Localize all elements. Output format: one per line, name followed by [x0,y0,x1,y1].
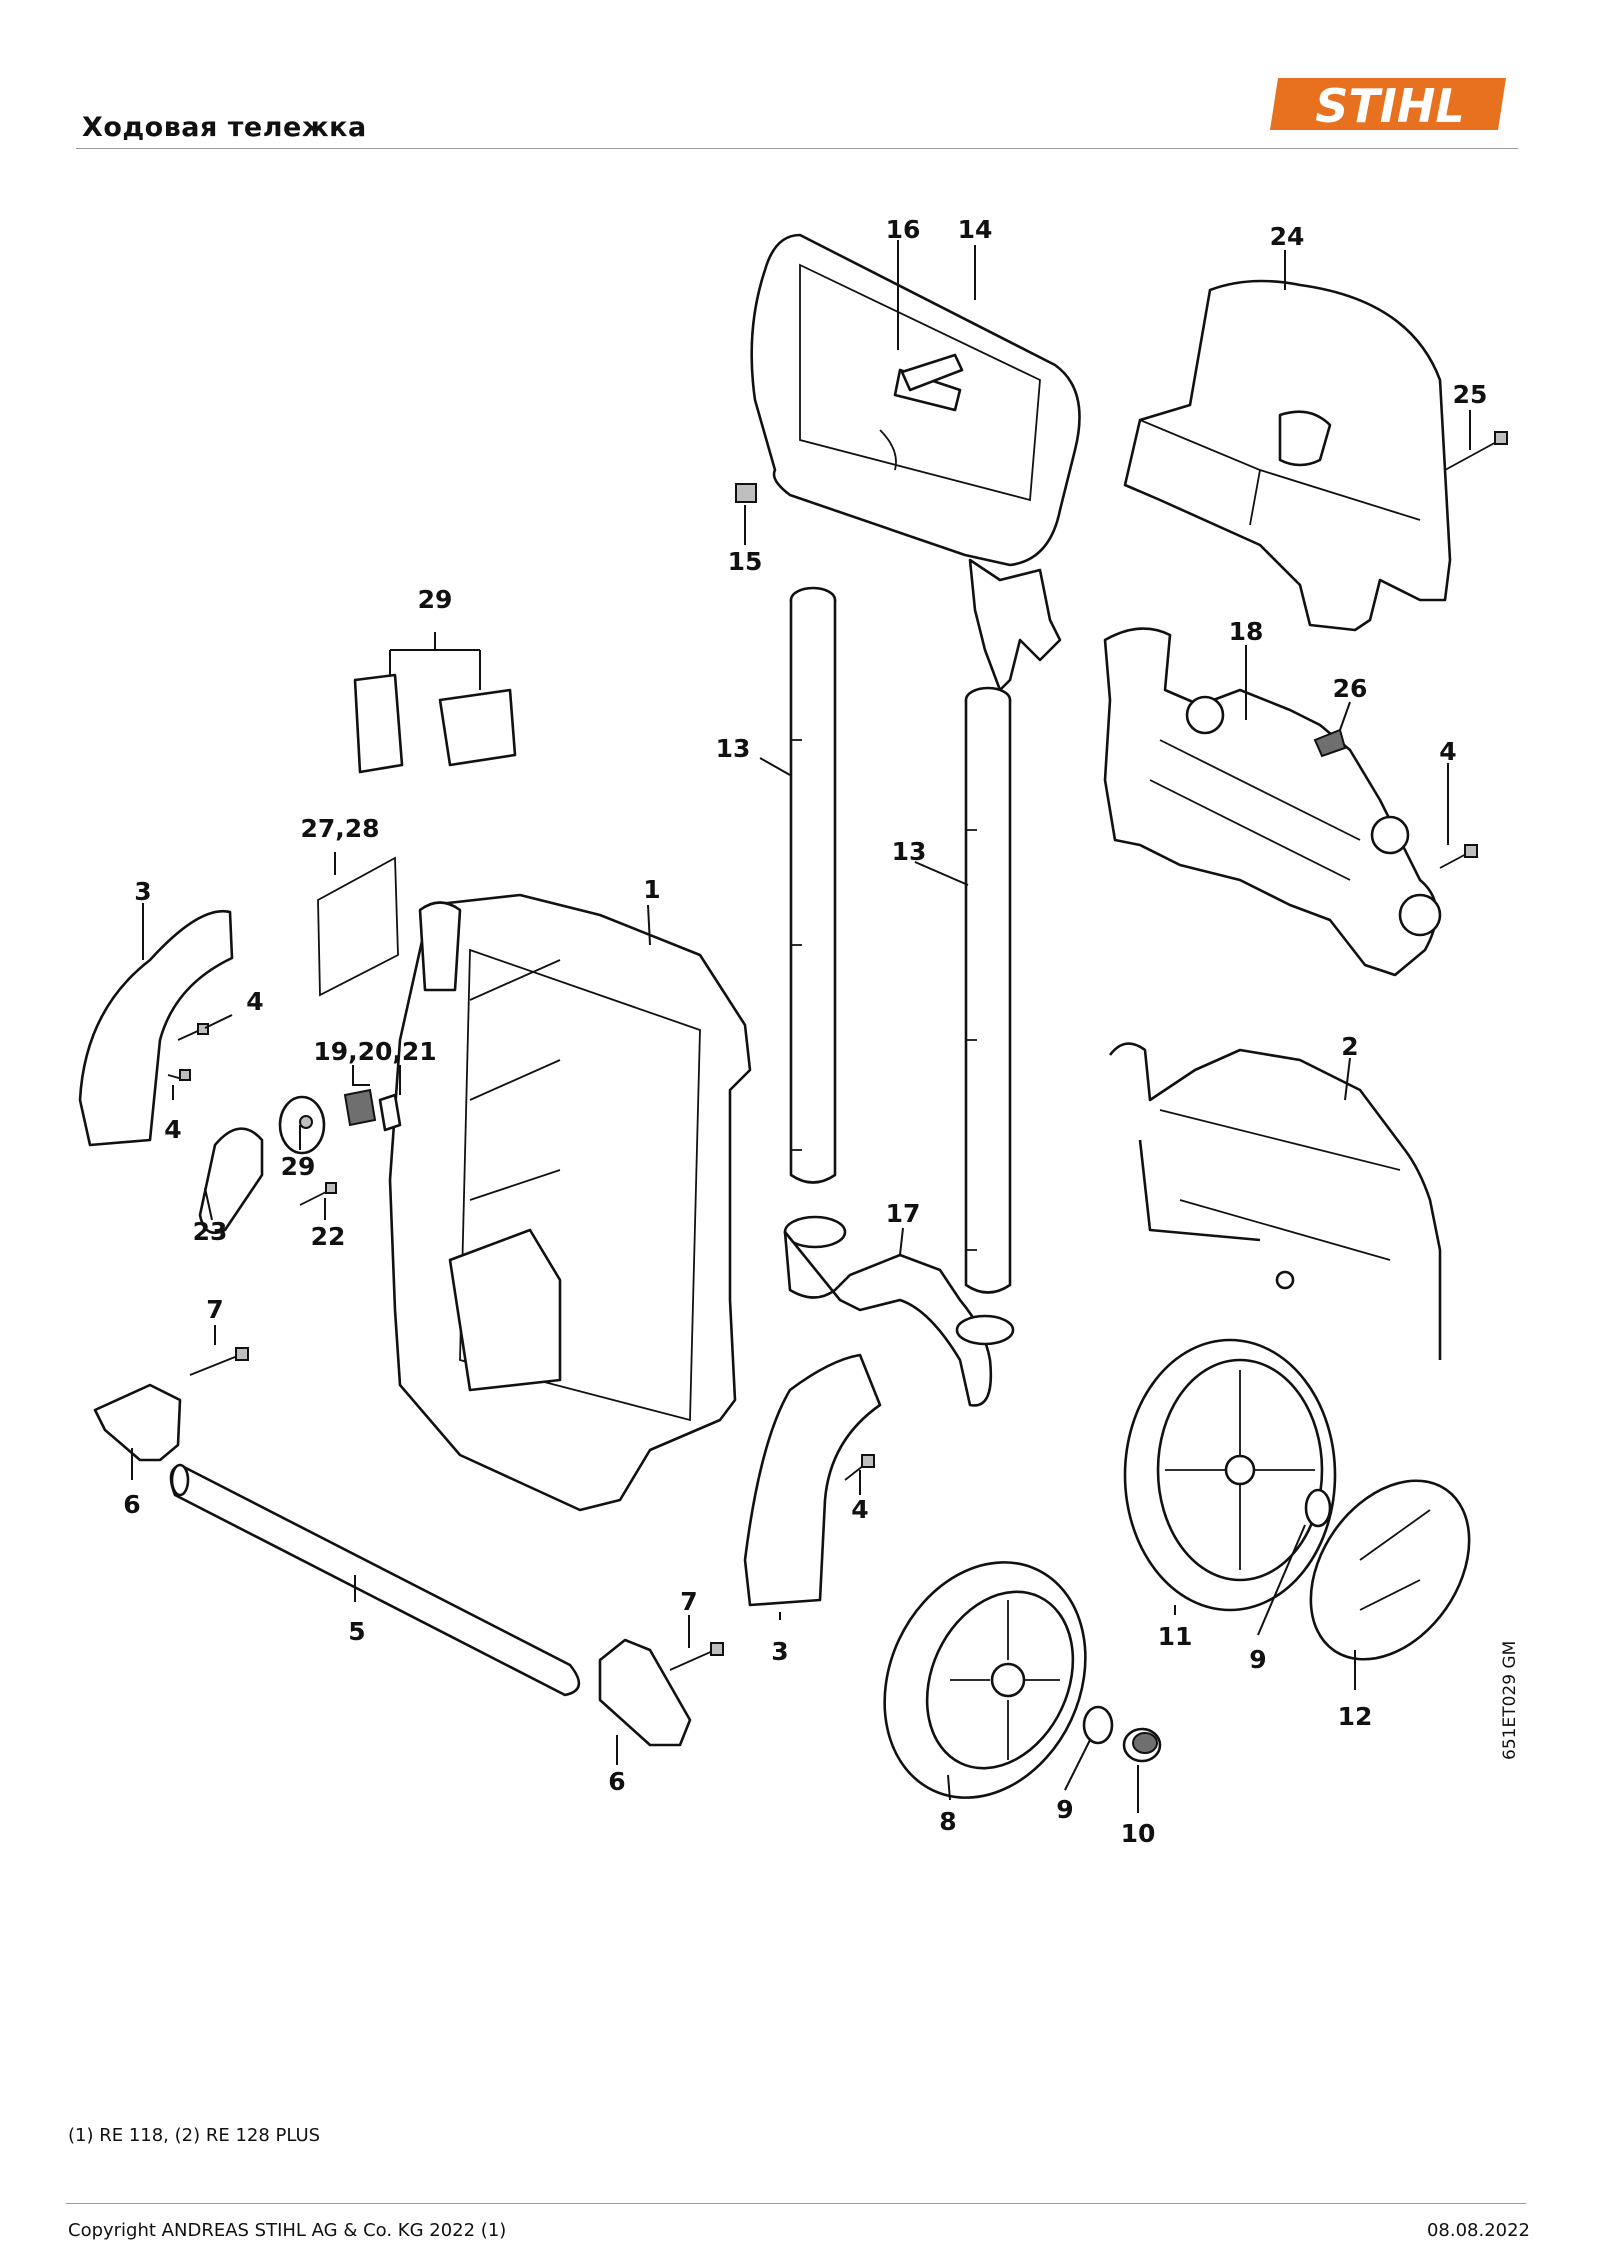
drawing-code: 651ET029 GM [1500,1640,1520,1760]
label-12: 12 [1338,1702,1373,1731]
label-8: 8 [939,1807,956,1836]
footer-divider [66,2203,1526,2204]
exploded-parts-diagram: 1 2 3 3 4 4 4 4 5 6 6 7 7 8 9 9 10 11 12… [78,215,1508,1848]
label-13-right: 13 [892,837,927,866]
header-divider [76,148,1518,149]
part-5-axle [169,1463,581,1697]
label-3-left: 3 [134,877,151,906]
label-22: 22 [311,1222,346,1251]
label-7-right: 7 [680,1587,697,1616]
label-9-upper: 9 [1249,1645,1266,1674]
label-4-left-lower: 4 [164,1115,181,1144]
part-25-screw [1444,431,1508,471]
label-25: 25 [1453,380,1488,409]
label-13-left: 13 [716,734,751,763]
label-15: 15 [728,547,763,576]
part-13-tube-right [964,686,1012,1294]
leader-lines [131,240,1471,1813]
label-3-right: 3 [771,1637,788,1666]
label-29-upper: 29 [418,585,453,614]
logo-text: STIHL [1315,79,1464,133]
part-15-screw [735,483,757,503]
part-8-wheel [883,1561,1087,1799]
label-6-right: 6 [608,1767,625,1796]
part-29-brushes [353,673,517,774]
part-27-28-label [317,856,399,997]
label-27-28: 27,28 [300,814,379,843]
label-5: 5 [348,1617,365,1646]
label-6-left: 6 [123,1490,140,1519]
part-14-handle [750,233,1081,692]
part-17-crossbar [783,1215,1015,1407]
label-11: 11 [1158,1622,1193,1651]
part-24-cover [1123,279,1452,632]
part-1-frame [388,893,752,1512]
part-3-cover-right [743,1353,882,1607]
page-title: Ходовая тележка [82,112,367,143]
part-16-pin [900,353,964,392]
part-22-screw [299,1182,337,1206]
part-23-part [198,1127,264,1235]
part-3-cover-left [78,909,234,1147]
part-29-washer [278,1095,326,1155]
part-number-labels: 1 2 3 3 4 4 4 4 5 6 6 7 7 8 9 9 10 11 12… [123,215,1487,1848]
label-24: 24 [1270,222,1305,251]
part-7-screws [189,1347,724,1671]
part-6-bracket-left [93,1383,182,1462]
label-9-lower: 9 [1056,1795,1073,1824]
part-13-tube-left [789,586,837,1184]
label-4-right: 4 [1439,737,1456,766]
part-2-frame [1108,1042,1442,1360]
label-7-left: 7 [206,1295,223,1324]
part-12-hubcap [1309,1479,1471,1661]
part-9-washers [1082,1488,1332,1745]
part-11-wheel [1123,1338,1337,1612]
part-6-bracket-right [598,1638,692,1747]
stihl-logo: STIHL [1270,78,1506,133]
label-4-left-upper: 4 [246,987,263,1016]
label-16: 16 [886,215,921,244]
label-10: 10 [1121,1819,1156,1848]
part-10-cap [1122,1727,1162,1763]
copyright-text: Copyright ANDREAS STIHL AG & Co. KG 2022… [68,2220,507,2241]
document-date: 08.08.2022 [1426,2220,1530,2241]
part-19-21-switch [343,1088,402,1132]
label-2: 2 [1341,1032,1358,1061]
label-18: 18 [1229,617,1264,646]
label-1: 1 [643,875,660,904]
label-4-center: 4 [851,1495,868,1524]
label-23: 23 [193,1217,228,1246]
part-26-clip [1313,728,1347,758]
part-18-bracket [1103,627,1442,977]
label-19-20-21: 19,20,21 [313,1037,436,1066]
part-4-screws [167,844,1478,1481]
label-29-lower: 29 [281,1152,316,1181]
label-14: 14 [958,215,993,244]
label-17: 17 [886,1199,921,1228]
label-26: 26 [1333,674,1368,703]
model-footnote: (1) RE 118, (2) RE 128 PLUS [68,2125,321,2146]
